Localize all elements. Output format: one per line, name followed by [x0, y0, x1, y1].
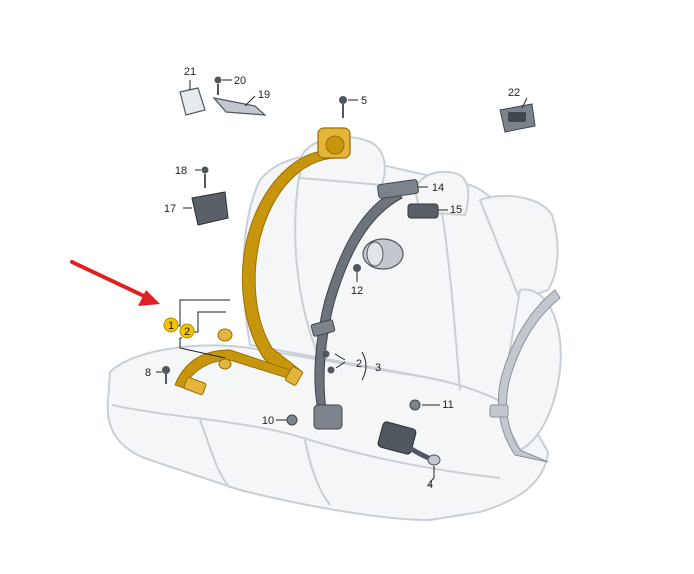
nut-11 [409, 399, 421, 411]
bracket-17 [191, 191, 229, 226]
callout-11: 11 [442, 399, 453, 411]
outer-belt-assembly [310, 179, 441, 466]
nut-10 [286, 414, 298, 426]
anchor-nut-lower [218, 358, 232, 370]
callout-4: 4 [427, 479, 433, 491]
anchor-nut-upper [217, 328, 233, 342]
backrest-seam-2 [439, 199, 461, 391]
backrest-seam [294, 169, 321, 361]
callout-2a: 2 [184, 326, 190, 338]
callout-18: 18 [175, 165, 187, 177]
right-belt-webbing [498, 289, 561, 463]
retractor-spool [325, 135, 345, 155]
callout-19: 19 [258, 89, 270, 101]
cover-22-slot [508, 112, 526, 122]
right-belt-tongue [489, 404, 509, 418]
callout-2a-marker [179, 323, 195, 339]
belt-lower-anchor [313, 404, 343, 430]
callout-1-marker [163, 317, 179, 333]
nut-2-b [327, 366, 335, 374]
right-seat-section [479, 194, 559, 301]
callout-15: 15 [450, 204, 462, 216]
lap-tongue [285, 366, 303, 386]
screw-18 [201, 166, 209, 174]
rear-seat [106, 136, 562, 521]
callout-5: 5 [361, 95, 367, 107]
buckle-anchor-4 [427, 454, 441, 466]
screw-20 [214, 76, 222, 84]
outer-retractor-cap [366, 241, 384, 267]
seat-cushion-seam-3 [304, 439, 331, 506]
bolt-8 [162, 366, 170, 374]
callout-21: 21 [184, 66, 196, 78]
callout-3: 3 [375, 362, 381, 374]
callout-10: 10 [262, 415, 274, 427]
nut-12 [353, 264, 361, 272]
callout-20: 20 [234, 75, 246, 87]
right-side-bolster [499, 288, 562, 451]
callout-12: 12 [351, 285, 363, 297]
callout-17: 17 [164, 203, 176, 215]
red-pointer-arrow [70, 260, 160, 306]
screw-5 [339, 96, 347, 104]
center-belt-assembly [174, 127, 351, 395]
small-parts-top [162, 76, 536, 426]
bracket-19 [212, 97, 267, 116]
callout-labels: 1 2 2 3 4 5 8 10 11 12 14 15 17 18 19 20… [145, 66, 520, 491]
callout-8: 8 [145, 367, 151, 379]
belt-clip-15 [407, 203, 439, 219]
seat-buckle-4 [377, 421, 417, 455]
belt-tongue-outer [310, 319, 336, 337]
trim-cover-21 [179, 87, 206, 116]
seat-cushion-seam [111, 404, 501, 479]
seat-cushion-seam-2 [199, 419, 231, 489]
leader-lines [156, 79, 528, 486]
arrow-head [138, 290, 160, 306]
center-buckle-latch [183, 377, 207, 395]
belt-guide-14 [377, 179, 419, 199]
callout-14: 14 [432, 182, 444, 194]
arrow-shaft [70, 260, 146, 298]
callout-2b: 2 [356, 358, 362, 370]
seat-cushion [106, 344, 549, 521]
right-belt [489, 289, 561, 463]
callout-1: 1 [168, 320, 174, 332]
callout-22: 22 [508, 87, 520, 99]
nut-2-a [322, 350, 330, 358]
